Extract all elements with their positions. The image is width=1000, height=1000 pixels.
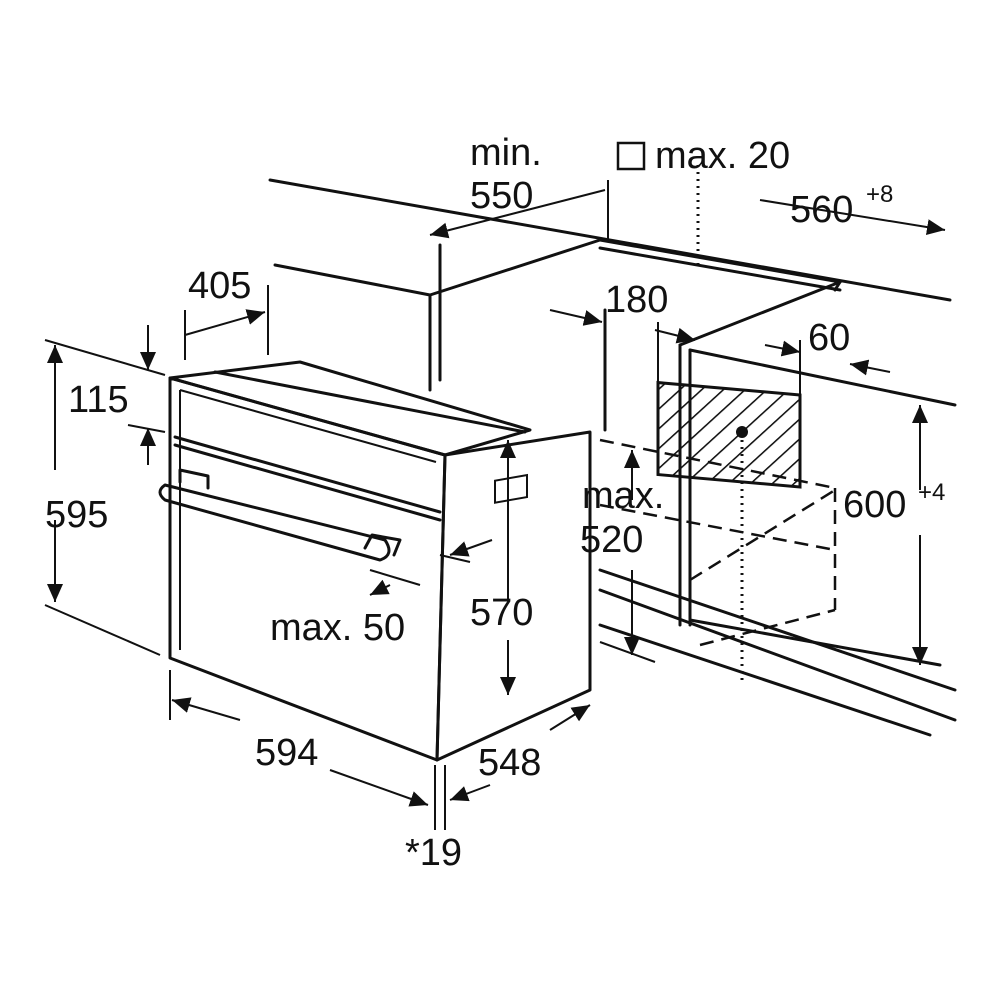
label-600: 600 <box>843 484 906 526</box>
label-max-20: max. 20 <box>655 135 790 177</box>
label-60: 60 <box>808 317 850 359</box>
label-550: 550 <box>470 175 533 217</box>
label-180: 180 <box>605 279 668 321</box>
oven-side-vent <box>494 473 528 504</box>
dimension-lines <box>44 180 946 830</box>
label-548: 548 <box>478 742 541 784</box>
label-600-tolerance: +4 <box>918 479 945 506</box>
dimension-labels: min. 550 max. 20 560 +8 405 180 60 115 5… <box>45 132 945 874</box>
label-520: 520 <box>580 519 643 561</box>
oven <box>168 360 592 762</box>
label-max: max. <box>582 475 664 517</box>
cabinet <box>268 178 957 737</box>
label-115: 115 <box>68 379 129 421</box>
label-594: 594 <box>255 732 318 774</box>
label-19: *19 <box>405 832 462 874</box>
label-min: min. <box>470 132 542 174</box>
label-560-tolerance: +8 <box>866 181 893 208</box>
niche-outline <box>599 165 837 680</box>
oven-handle <box>158 468 402 562</box>
label-570: 570 <box>470 592 533 634</box>
label-560: 560 <box>790 189 853 231</box>
square-icon <box>616 141 646 171</box>
electrical-connection-area <box>656 380 802 489</box>
label-595: 595 <box>45 494 108 536</box>
label-max-50: max. 50 <box>270 607 405 649</box>
connection-point <box>736 426 748 438</box>
label-405: 405 <box>188 265 251 307</box>
